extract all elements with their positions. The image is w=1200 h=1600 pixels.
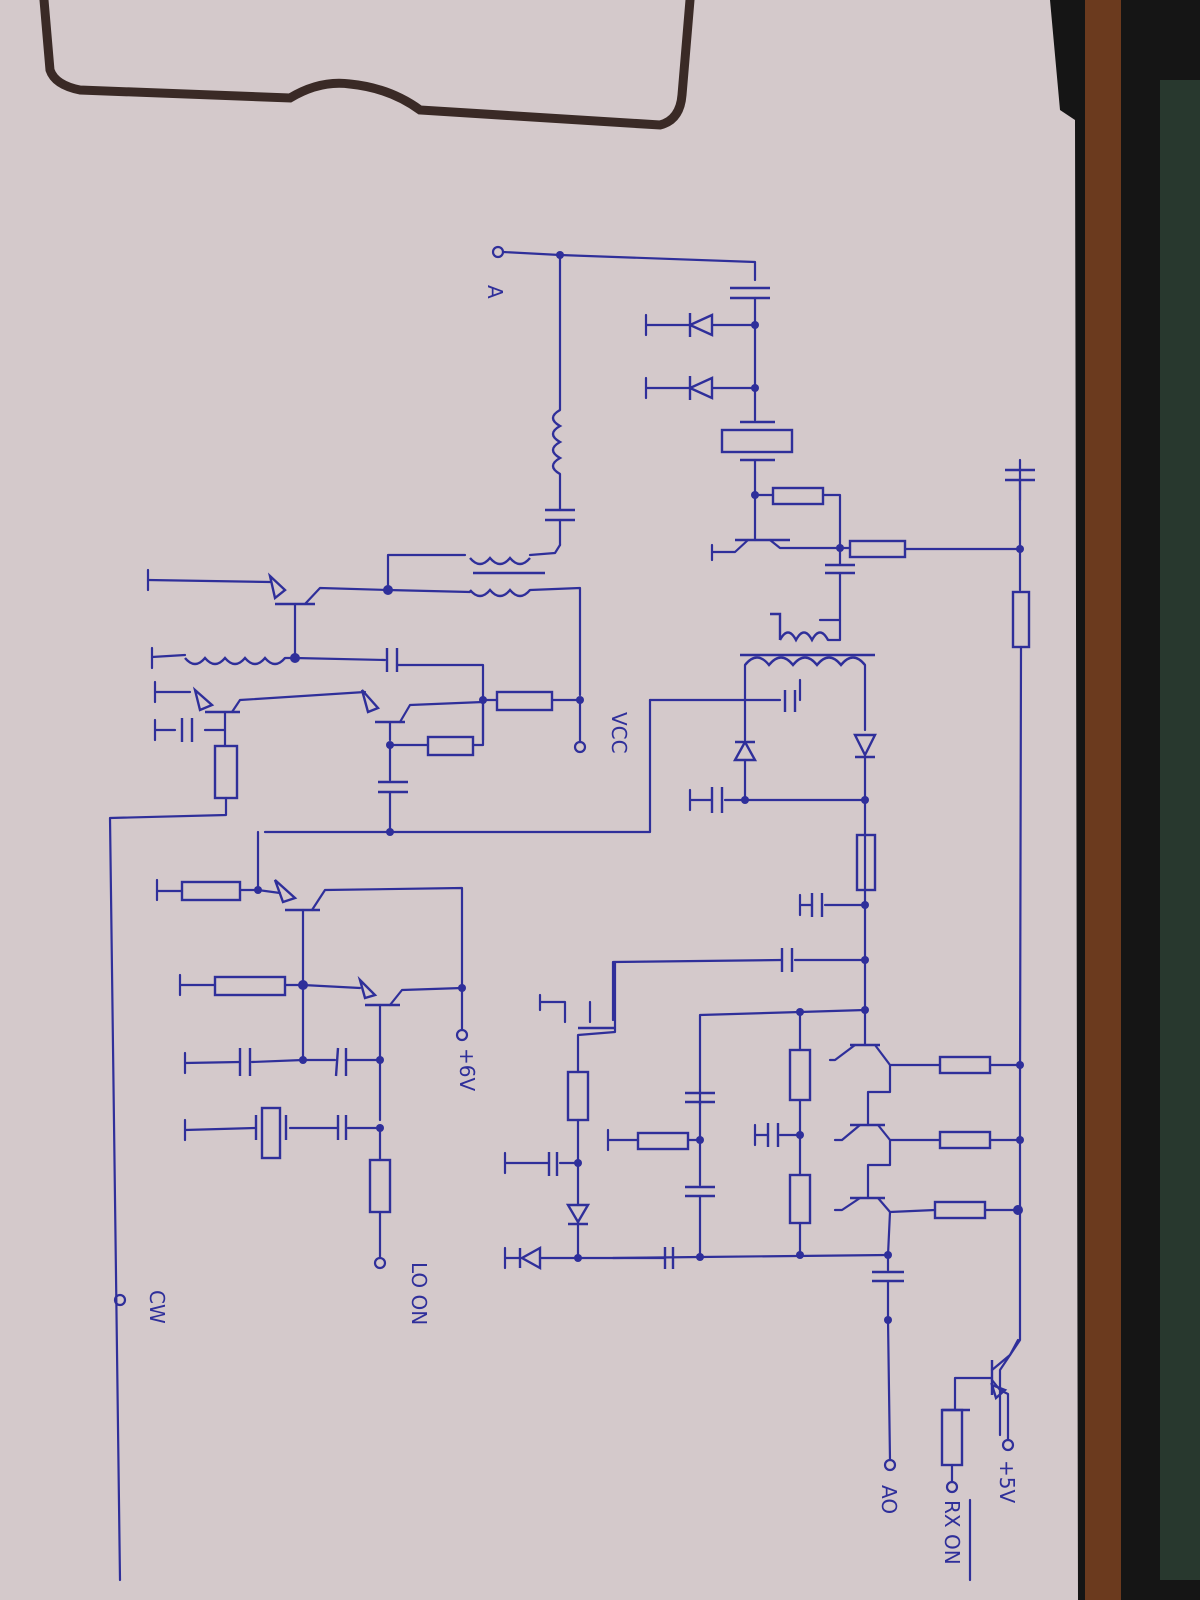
transformer-pa-2 [469, 588, 531, 598]
emitter-arrow-rx [990, 1382, 1008, 1401]
label-plus6v: +6V [455, 1048, 479, 1091]
green-panel [1160, 80, 1200, 1580]
label-rx-on: RX ON [940, 1500, 964, 1565]
crystal-filter [720, 428, 794, 454]
label-cw: CW [145, 1290, 169, 1324]
transformer-pa-1 [469, 556, 531, 566]
inductor-output [551, 408, 563, 476]
label-lo-on: LO ON [407, 1262, 431, 1325]
emitter-arrow-pa [267, 572, 287, 601]
rx-on-terminal[interactable] [945, 1480, 959, 1494]
resistor-detector-load [855, 833, 877, 892]
label-ao: AO [877, 1485, 901, 1514]
emitter-arrow-lo1 [273, 879, 298, 904]
plus6v-terminal[interactable] [455, 1028, 469, 1042]
transmitter-section: VCC CW [108, 543, 631, 1582]
label-vcc: VCC [607, 712, 631, 754]
capacitor-filter [730, 286, 770, 300]
transformer-secondary [744, 656, 866, 667]
emitter-arrow-osc [360, 689, 381, 714]
rx-switch-section: RX ON +5V [940, 1338, 1020, 1582]
transformer-primary [770, 612, 830, 643]
paper-sheet [0, 0, 1078, 1600]
audio-amp-section: AO [503, 948, 1024, 1514]
emitter-arrow-lo2 [357, 975, 378, 1000]
plus5v-terminal[interactable] [1001, 1438, 1015, 1452]
choke-pa-base [184, 656, 286, 666]
antenna-section: A [483, 245, 1035, 1437]
wood-frame [1085, 0, 1121, 1600]
crystal-lo [260, 1106, 282, 1160]
label-antenna: A [483, 285, 507, 299]
clipboard-clip [39, 0, 695, 130]
vcc-terminal[interactable] [573, 740, 587, 754]
lo-on-terminal[interactable] [373, 1256, 387, 1270]
emitter-arrow-driver [192, 686, 215, 712]
ao-terminal[interactable] [883, 1458, 897, 1472]
cw-terminal[interactable] [113, 1293, 127, 1307]
label-plus5v: +5V [995, 1460, 1019, 1503]
